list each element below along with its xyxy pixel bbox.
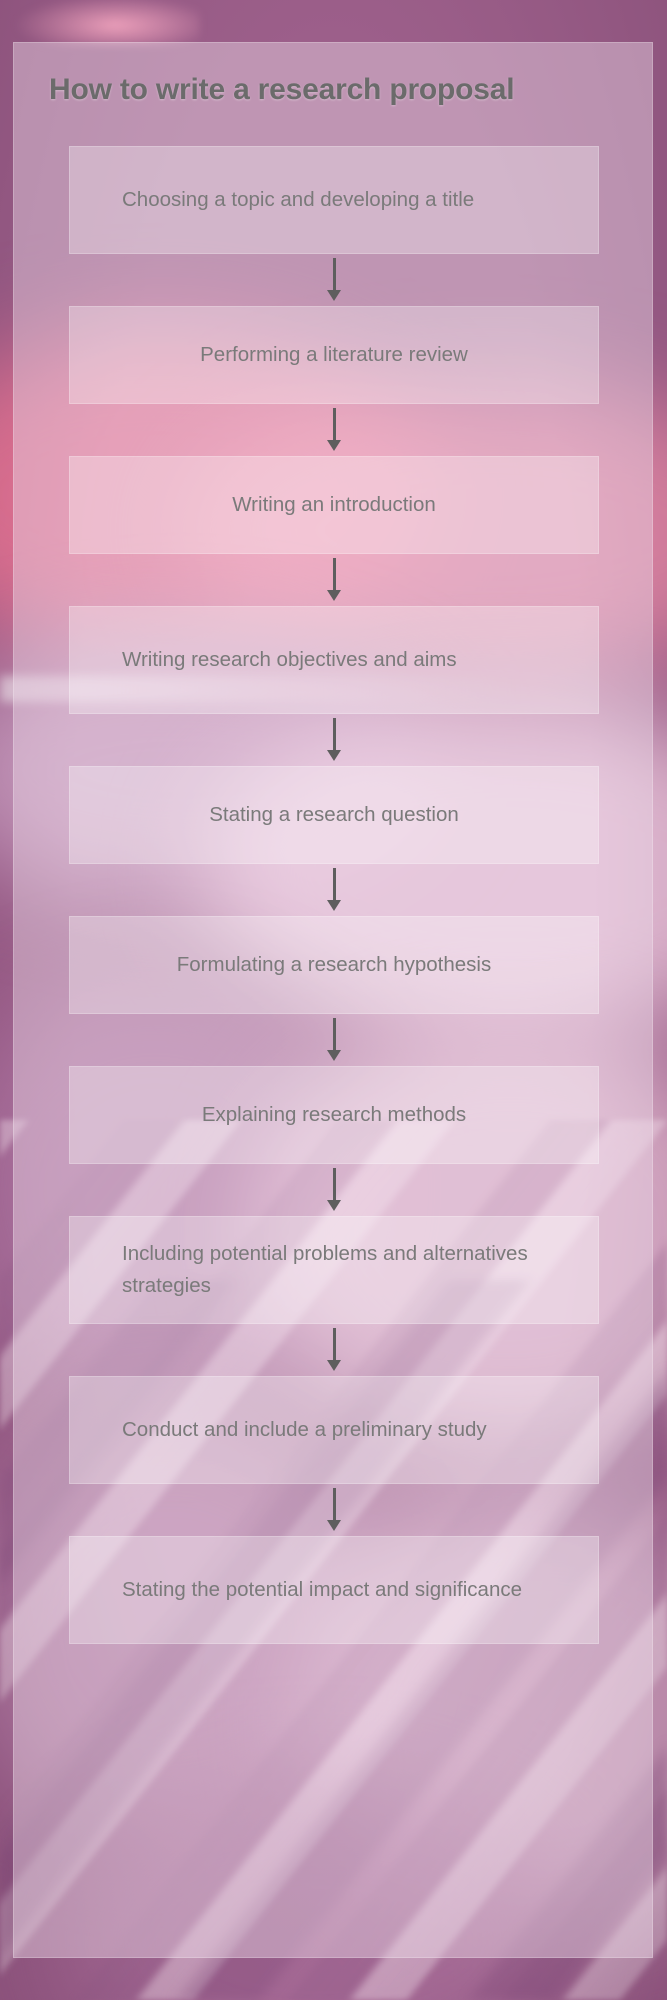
arrow-down-icon — [69, 1014, 599, 1066]
flow-step-label: Writing an introduction — [232, 493, 436, 517]
content-panel: How to write a research proposal Choosin… — [13, 42, 653, 1958]
background-blob — [250, 1020, 667, 1440]
flow-step-1[interactable]: Choosing a topic and developing a title — [69, 146, 599, 254]
flow-step-2[interactable]: Performing a literature review — [69, 306, 599, 404]
flow-step-label: Writing research objectives and aims — [122, 648, 457, 672]
arrow-down-icon — [69, 254, 599, 306]
arrow-down-icon — [69, 1484, 599, 1536]
arrow-head — [327, 900, 341, 911]
arrow-shaft — [332, 258, 336, 292]
arrow-head — [327, 1520, 341, 1531]
arrow-head — [327, 1050, 341, 1061]
arrow-head — [327, 750, 341, 761]
flow-step-label: Performing a literature review — [200, 343, 468, 367]
arrow-down-icon — [69, 864, 599, 916]
background-horizon-streak — [0, 676, 520, 702]
flow-step-4[interactable]: Writing research objectives and aims — [69, 606, 599, 714]
arrow-shaft — [332, 1488, 336, 1522]
background-wisp — [10, 0, 200, 46]
arrow-head — [327, 440, 341, 451]
flow-step-6[interactable]: Formulating a research hypothesis — [69, 916, 599, 1014]
flow-step-label: Stating a research question — [209, 803, 459, 827]
flow-step-3[interactable]: Writing an introduction — [69, 456, 599, 554]
arrow-shaft — [332, 1018, 336, 1052]
flow-step-9[interactable]: Conduct and include a preliminary study — [69, 1376, 599, 1484]
arrow-shaft — [332, 868, 336, 902]
arrow-head — [327, 590, 341, 601]
arrow-head — [327, 1360, 341, 1371]
flow-step-label: Stating the potential impact and signifi… — [122, 1578, 523, 1602]
flow-step-7[interactable]: Explaining research methods — [69, 1066, 599, 1164]
flow-step-5[interactable]: Stating a research question — [69, 766, 599, 864]
arrow-down-icon — [69, 1164, 599, 1216]
arrow-head — [327, 1200, 341, 1211]
flow-step-10[interactable]: Stating the potential impact and signifi… — [69, 1536, 599, 1644]
flow-step-label: Including potential problems and alterna… — [122, 1242, 528, 1297]
arrow-down-icon — [69, 714, 599, 766]
page-title: How to write a research proposal — [49, 73, 515, 106]
flow-step-label: Choosing a topic and developing a title — [122, 188, 475, 212]
background-diagonal-stripes — [0, 1120, 667, 2000]
flow-step-label: Formulating a research hypothesis — [176, 953, 492, 977]
arrow-head — [327, 290, 341, 301]
arrow-down-icon — [69, 554, 599, 606]
arrow-shaft — [332, 1328, 336, 1362]
background-blob — [180, 380, 667, 680]
arrow-shaft — [332, 558, 336, 592]
flow-step-label: Conduct and include a preliminary study — [122, 1418, 487, 1442]
arrow-shaft — [332, 408, 336, 442]
background-diagonal-shadows — [0, 1280, 667, 2000]
flow-step-label: Explaining research methods — [201, 1103, 467, 1127]
arrow-down-icon — [69, 1324, 599, 1376]
arrow-shaft — [332, 718, 336, 752]
arrow-down-icon — [69, 404, 599, 456]
flow-step-8[interactable]: Including potential problems and alterna… — [69, 1216, 599, 1324]
arrow-shaft — [332, 1168, 336, 1202]
